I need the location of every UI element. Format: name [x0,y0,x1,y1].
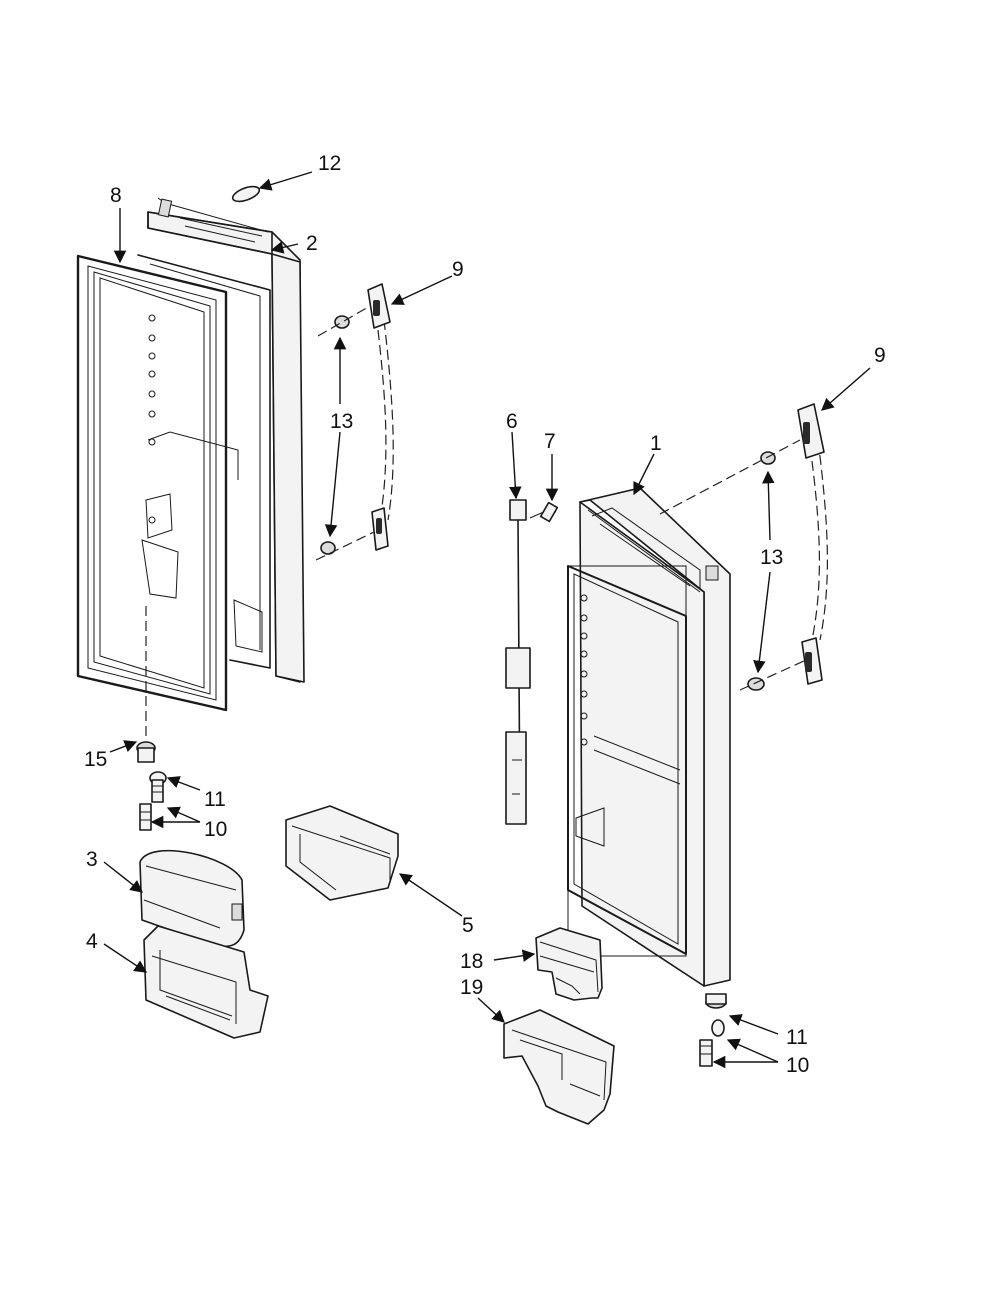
door-gasket-part [76,254,239,712]
badge-part [231,185,261,203]
right-hinge-parts [699,993,727,1067]
callout-5: 5 [462,914,474,937]
right-handle-part [797,403,828,685]
right-door-part [567,487,731,987]
left-handle-mounts [315,305,375,561]
callout-10-right: 10 [786,1054,809,1077]
callout-12: 12 [318,152,341,175]
callout-9-right: 9 [874,344,886,367]
dispenser-frame-part [143,925,269,1039]
hinge-bar-parts [505,499,559,825]
callout-7: 7 [544,430,556,453]
right-handle-mounts [659,439,807,691]
left-hinge-parts [136,606,167,831]
callout-2: 2 [306,232,318,255]
callout-18: 18 [460,950,483,973]
callout-4: 4 [86,930,98,953]
callout-3: 3 [86,848,98,871]
callout-11-right: 11 [786,1026,808,1049]
callout-19: 19 [460,976,483,999]
door-bin-part [285,805,399,901]
callout-6: 6 [506,410,518,433]
ice-bucket-large-part [503,1009,615,1125]
callout-numbers: 12 8 2 9 13 15 11 10 3 4 5 6 7 1 9 13 18… [84,152,886,1077]
left-door-part [137,197,305,683]
leader-lines [103,171,871,1069]
ice-bucket-small-part [535,927,603,1001]
callout-1: 1 [650,432,662,455]
left-handle-part [367,283,394,551]
callout-10-left: 10 [204,818,227,841]
callout-13-right: 13 [760,546,783,569]
callout-9-left: 9 [452,258,464,281]
callout-13-left: 13 [330,410,353,433]
callout-15: 15 [84,748,107,771]
callout-8: 8 [110,184,122,207]
callout-11-left: 11 [204,788,226,811]
